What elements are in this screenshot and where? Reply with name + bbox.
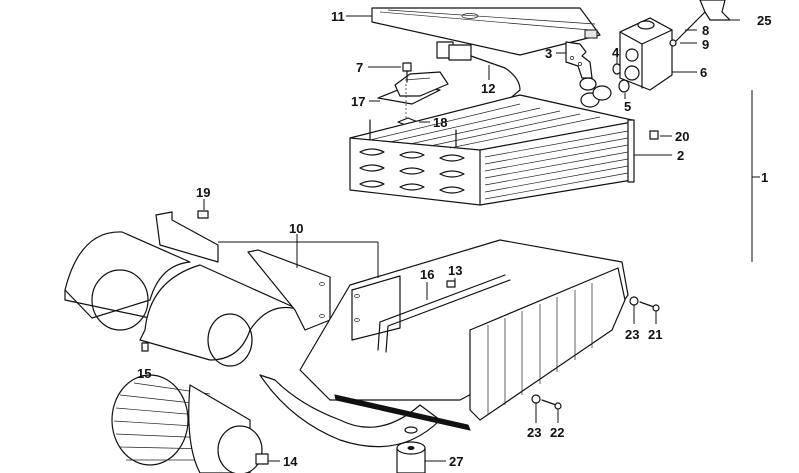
callout-20: 20 [675, 129, 689, 144]
washer [669, 39, 677, 47]
callout-18: 18 [433, 115, 447, 130]
leader-lines [203, 15, 760, 462]
callout-2: 2 [677, 148, 684, 163]
callout-27: 27 [449, 454, 463, 469]
bolt [674, 11, 706, 43]
callout-8: 8 [702, 23, 709, 38]
callout-14: 14 [283, 454, 298, 469]
callout-10: 10 [289, 221, 303, 236]
blower-motor [111, 374, 269, 473]
washer-flat [629, 296, 639, 306]
callout-19: 19 [196, 185, 210, 200]
callout-1: 1 [761, 170, 768, 185]
callout-7: 7 [356, 60, 363, 75]
o-ring-large [618, 79, 630, 93]
blower-housing-halves [64, 211, 331, 367]
callout-23-right: 23 [625, 327, 639, 342]
screw-short [541, 399, 557, 406]
callout-25: 25 [757, 13, 771, 28]
callout-16: 16 [420, 267, 434, 282]
bracket [565, 41, 593, 79]
bracket-arm [699, 0, 731, 21]
callout-11: 11 [331, 9, 345, 24]
resistor [396, 426, 426, 473]
callout-5: 5 [624, 99, 631, 114]
nut [649, 130, 659, 140]
callout-3: 3 [545, 46, 552, 61]
washer-flat-lower [531, 394, 541, 404]
screw-short-head [554, 402, 562, 410]
cover-plate [371, 7, 601, 56]
callout-22: 22 [550, 425, 564, 440]
callout-17: 17 [351, 94, 365, 109]
callout-21: 21 [648, 327, 662, 342]
clamp [141, 342, 149, 352]
screw-head [652, 304, 660, 312]
clip-small [197, 210, 209, 219]
callout-13: 13 [448, 263, 462, 278]
callout-12: 12 [481, 81, 495, 96]
screw-long [639, 301, 655, 308]
callout-15: 15 [137, 366, 151, 381]
lower-housing [259, 239, 629, 448]
callout-4: 4 [612, 45, 620, 60]
callout-23-lower: 23 [527, 425, 541, 440]
callout-9: 9 [702, 37, 709, 52]
expansion-valve [619, 17, 673, 91]
callout-6: 6 [700, 65, 707, 80]
